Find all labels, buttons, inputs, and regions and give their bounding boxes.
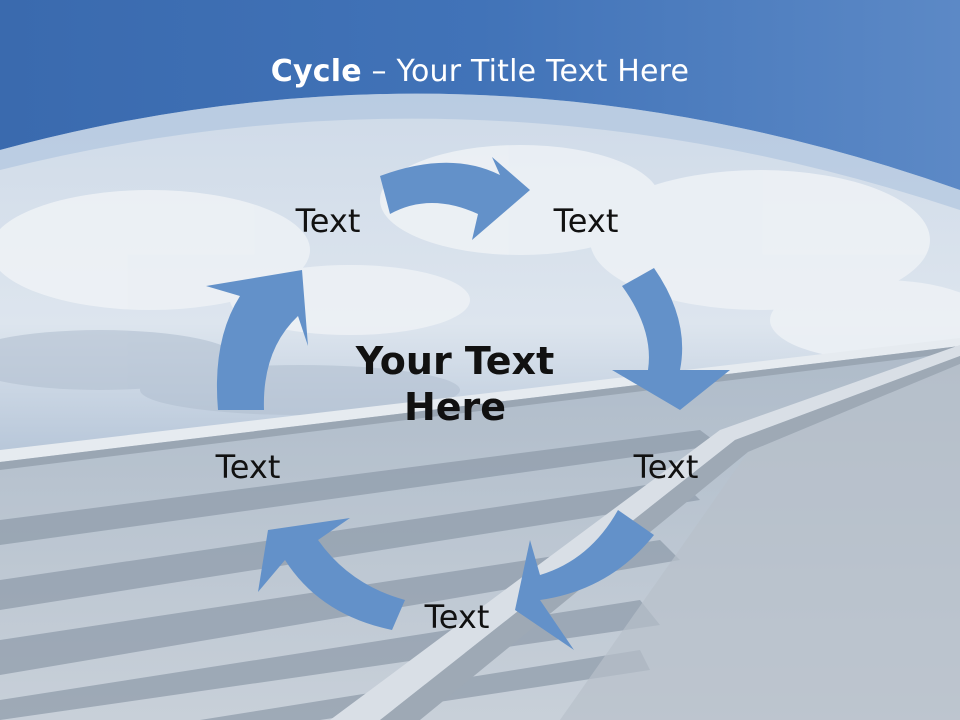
cycle-node-1: Text [295, 202, 361, 240]
cycle-arrow-bottom-left [258, 518, 405, 630]
cycle-arrow-bottom-right [515, 510, 654, 650]
center-text-line1: Your Text [355, 339, 555, 383]
cycle-arrow-top [380, 157, 530, 240]
cycle-node-5: Text [215, 448, 281, 486]
title-rest: – Your Title Text Here [361, 54, 690, 89]
center-text: Your Text Here [330, 338, 580, 430]
cycle-arrow-left [206, 270, 308, 410]
cycle-node-4: Text [424, 598, 490, 636]
cycle-arrow-right [612, 268, 730, 410]
cycle-node-3: Text [633, 448, 699, 486]
slide-title: Cycle – Your Title Text Here [0, 54, 960, 89]
cycle-arrows [206, 157, 730, 650]
center-text-line2: Here [403, 385, 507, 429]
title-bold: Cycle [270, 54, 362, 89]
cycle-node-2: Text [553, 202, 619, 240]
